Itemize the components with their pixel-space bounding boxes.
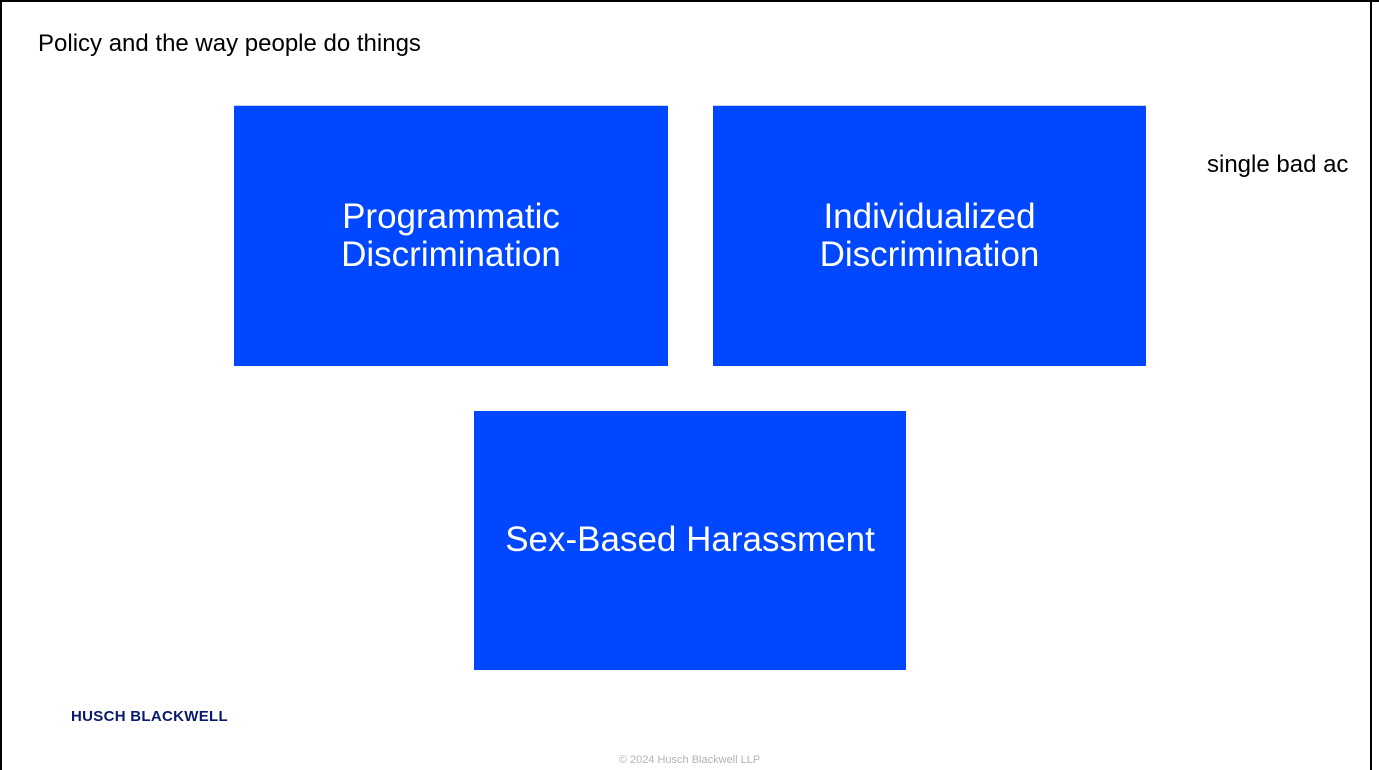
sex-based-harassment-box: Sex-Based Harassment <box>474 411 906 670</box>
side-note-text: single bad ac <box>1207 151 1349 178</box>
frame-top-border <box>0 0 1379 2</box>
frame-left-border <box>0 0 2 770</box>
slide-title: Policy and the way people do things <box>38 30 421 57</box>
copyright-footer: © 2024 Husch Blackwell LLP <box>618 754 761 766</box>
box-label-line1: Sex-Based Harassment <box>505 520 875 560</box>
box-label-line2: Discrimination <box>341 235 561 274</box>
husch-blackwell-logo: HUSCH BLACKWELL <box>71 708 228 725</box>
programmatic-discrimination-box: Programmatic Discrimination <box>234 105 668 366</box>
box-label-line1: Individualized <box>823 196 1036 236</box>
individualized-discrimination-box: Individualized Discrimination <box>713 105 1146 366</box>
box-label-line1: Programmatic <box>342 196 560 236</box>
frame-right-border <box>1370 0 1372 770</box>
box-label-line2: Discrimination <box>819 235 1040 274</box>
